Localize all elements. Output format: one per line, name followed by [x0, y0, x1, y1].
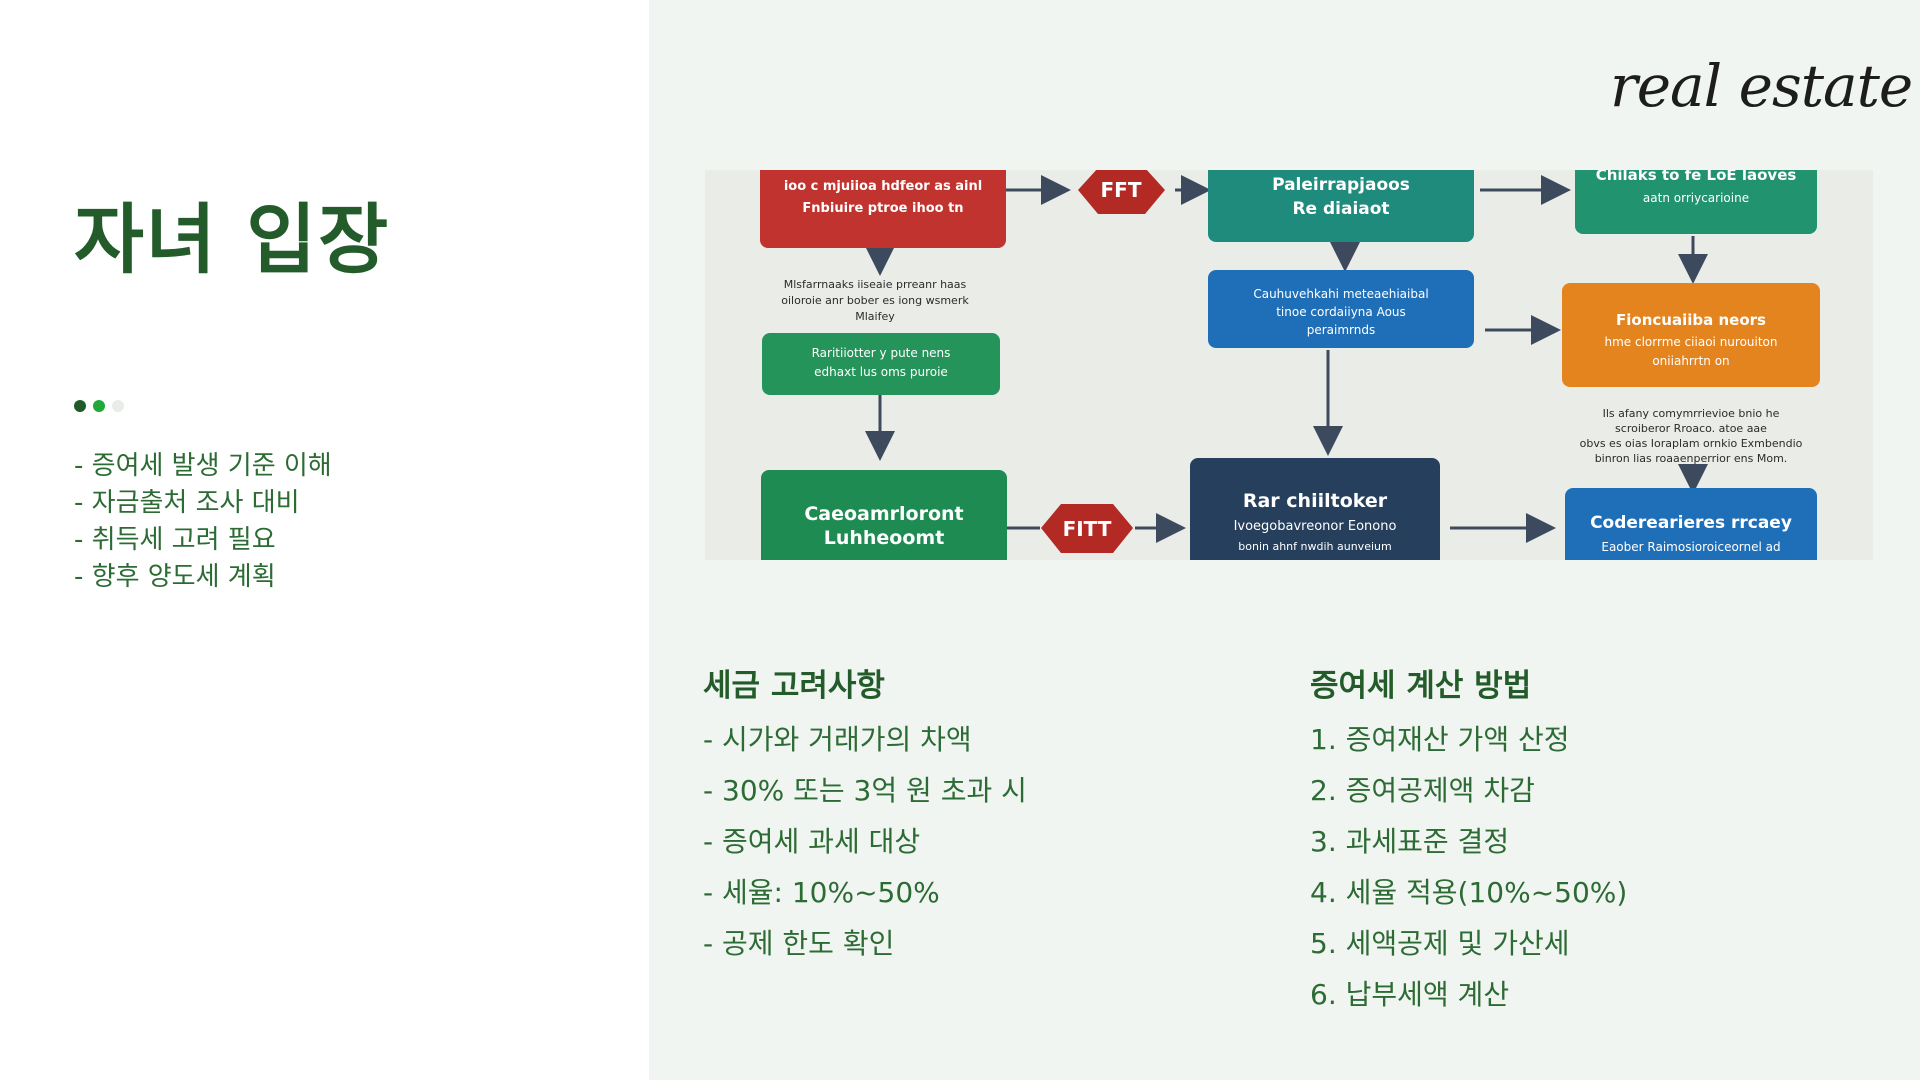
flow-note: Ils afany comymrrievioe bnio he scroiber…: [1580, 407, 1803, 465]
svg-text:oiloroie anr bober es iong wsm: oiloroie anr bober es iong wsmerk: [781, 294, 969, 307]
gift-tax-step: 1. 증여재산 가액 산정: [1310, 723, 1570, 756]
left-bullet-list: - 증여세 발생 기준 이해 - 자금출처 조사 대비 - 취득세 고려 필요 …: [74, 448, 332, 596]
flow-box: Fioncuaiiba neors hme clorrme ciiaoi nur…: [1562, 283, 1820, 387]
flow-box: Raritiiotter y pute nens edhaxt lus oms …: [762, 333, 1000, 395]
svg-text:Paleirrapjaoos: Paleirrapjaoos: [1272, 175, 1410, 195]
tax-consideration-item: - 30% 또는 3억 원 초과 시: [703, 774, 1027, 807]
flow-box: Chilaks to fe LoE laoves aatn orriycario…: [1575, 170, 1817, 234]
dot-2: [93, 400, 105, 412]
svg-text:hme clorrme ciiaoi nurouiton: hme clorrme ciiaoi nurouiton: [1604, 335, 1777, 349]
svg-text:Ils afany comymrrievioe bnio h: Ils afany comymrrievioe bnio he: [1603, 407, 1780, 420]
gift-tax-step: 6. 납부세액 계산: [1310, 978, 1510, 1011]
real-estate-logo: real estate: [1610, 52, 1913, 120]
svg-text:Caeoamrloront: Caeoamrloront: [804, 503, 963, 525]
svg-text:FITT: FITT: [1063, 517, 1112, 541]
dot-1: [74, 400, 86, 412]
flow-box: Paleirrapjaoos Re diaiaot: [1208, 170, 1474, 242]
flow-box: Cauhuvehkahi meteaehiaibal tinoe cordaii…: [1208, 270, 1474, 348]
tax-consideration-item: - 세율: 10%~50%: [703, 876, 940, 909]
gift-tax-step: 3. 과세표준 결정: [1310, 825, 1510, 858]
svg-text:Mlsfarrnaaks iiseaie prreanr h: Mlsfarrnaaks iiseaie prreanr haas: [784, 278, 967, 291]
svg-text:Fnbiuire ptroe ihoo tn: Fnbiuire ptroe ihoo tn: [802, 201, 963, 216]
left-bullet-item: - 취득세 고려 필요: [74, 525, 276, 555]
gift-tax-method-title: 증여세 계산 방법: [1310, 668, 1532, 704]
tax-considerations-title: 세금 고려사항: [703, 668, 885, 704]
slide-title: 자녀 입장: [74, 195, 391, 284]
tax-consideration-item: - 시가와 거래가의 차액: [703, 723, 972, 756]
left-panel: [0, 0, 649, 1080]
tax-considerations-list: - 시가와 거래가의 차액 - 30% 또는 3억 원 초과 시 - 증여세 과…: [703, 714, 1027, 969]
svg-text:Raritiiotter y pute nens: Raritiiotter y pute nens: [812, 346, 951, 360]
flow-note: Mlsfarrnaaks iiseaie prreanr haas oiloro…: [781, 278, 969, 323]
svg-text:Luhheoomt: Luhheoomt: [824, 527, 945, 549]
svg-text:bonin ahnf nwdih aunveium: bonin ahnf nwdih aunveium: [1238, 540, 1391, 553]
flow-box-0: [760, 170, 1006, 248]
svg-text:Rar chiiltoker: Rar chiiltoker: [1243, 490, 1388, 512]
svg-text:tinoe cordaiiyna Aous: tinoe cordaiiyna Aous: [1276, 305, 1406, 319]
tax-consideration-item: - 증여세 과세 대상: [703, 825, 921, 858]
svg-text:Fioncuaiiba neors: Fioncuaiiba neors: [1616, 311, 1766, 329]
svg-text:ioo c mjuiioa hdfeor as ainl: ioo c mjuiioa hdfeor as ainl: [784, 179, 982, 194]
flow-box: Coderearieres rrcaey Eaober Raimosioroic…: [1565, 488, 1817, 560]
svg-text:obvs es oias Ioraplam ornkio E: obvs es oias Ioraplam ornkio Exmbendio: [1580, 437, 1803, 450]
svg-text:binron lias roaaenperrior ens: binron lias roaaenperrior ens Mom.: [1595, 452, 1788, 465]
svg-text:Eaober Raimosioroiceornel ad: Eaober Raimosioroiceornel ad: [1601, 540, 1780, 554]
tax-consideration-item: - 공제 한도 확인: [703, 927, 895, 960]
gift-tax-step: 4. 세율 적용(10%~50%): [1310, 876, 1628, 909]
left-bullet-item: - 자금출처 조사 대비: [74, 488, 300, 518]
svg-text:aatn orriycarioine: aatn orriycarioine: [1643, 191, 1749, 205]
svg-text:FFT: FFT: [1101, 178, 1142, 202]
slide-dots: [74, 400, 124, 412]
svg-text:Re diaiaot: Re diaiaot: [1292, 199, 1389, 219]
gift-tax-method-list: 1. 증여재산 가액 산정 2. 증여공제액 차감 3. 과세표준 결정 4. …: [1310, 714, 1627, 1020]
gift-tax-step: 5. 세액공제 및 가산세: [1310, 927, 1570, 960]
flow-box: Rar chiiltoker Ivoegobavreonor Eonono bo…: [1190, 458, 1440, 560]
flow-hex: FFT: [1078, 170, 1165, 214]
svg-text:Chilaks to fe LoE laoves: Chilaks to fe LoE laoves: [1596, 170, 1797, 184]
left-bullet-item: - 증여세 발생 기준 이해: [74, 451, 332, 481]
flowchart-image: ioo c mjuiioa hdfeor as ainl Fnbiuire pt…: [705, 170, 1873, 560]
svg-text:scroiberor Rroaco. atoe aae: scroiberor Rroaco. atoe aae: [1615, 422, 1767, 435]
svg-text:oniiahrrtn on: oniiahrrtn on: [1652, 354, 1729, 368]
svg-text:peraimrnds: peraimrnds: [1307, 323, 1376, 337]
flow-hex: FITT: [1041, 504, 1133, 553]
gift-tax-step: 2. 증여공제액 차감: [1310, 774, 1535, 807]
svg-text:Cauhuvehkahi meteaehiaibal: Cauhuvehkahi meteaehiaibal: [1253, 287, 1428, 301]
svg-text:Ivoegobavreonor Eonono: Ivoegobavreonor Eonono: [1234, 519, 1397, 534]
dot-3: [112, 400, 124, 412]
svg-text:Coderearieres rrcaey: Coderearieres rrcaey: [1590, 513, 1792, 533]
left-bullet-item: - 향후 양도세 계획: [74, 562, 276, 592]
flow-box: Caeoamrloront Luhheoomt: [761, 470, 1007, 560]
flow-box: ioo c mjuiioa hdfeor as ainl Fnbiuire pt…: [760, 170, 1006, 248]
svg-text:Mlaifey: Mlaifey: [855, 310, 895, 323]
svg-text:edhaxt lus oms puroie: edhaxt lus oms puroie: [814, 365, 948, 379]
